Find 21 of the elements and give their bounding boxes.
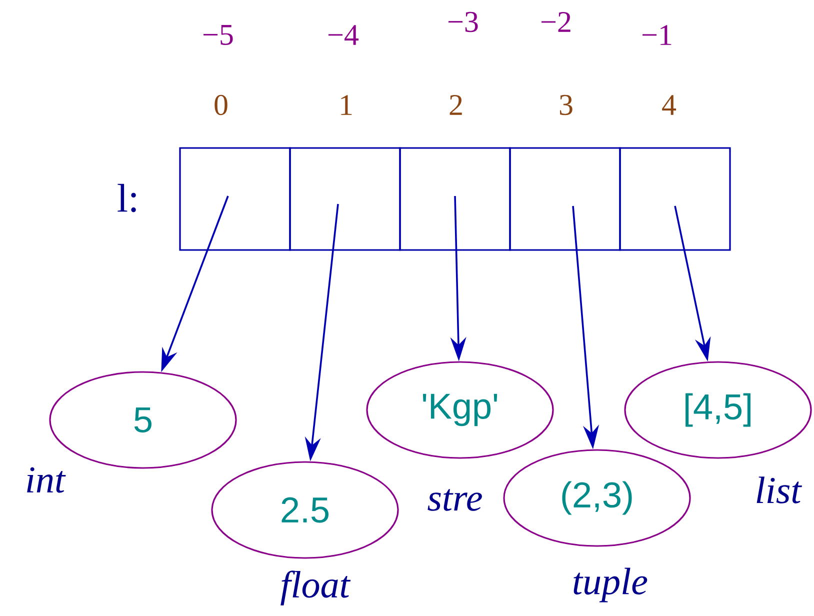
- list-cell: [509, 147, 621, 251]
- list-cell: [179, 147, 291, 251]
- negative-index: −1: [642, 25, 672, 45]
- negative-index: −3: [448, 12, 478, 32]
- list-cell: [289, 147, 401, 251]
- list-cell: [399, 147, 511, 251]
- negative-index: −5: [204, 25, 233, 45]
- positive-index: 4: [662, 95, 676, 115]
- negative-index: −2: [542, 12, 570, 32]
- list-name: l:: [118, 184, 136, 212]
- type-label: float: [280, 570, 351, 606]
- type-label: int: [27, 467, 66, 493]
- negative-index: −4: [328, 25, 358, 45]
- positive-index: 3: [560, 94, 572, 116]
- type-label: tuple: [574, 568, 648, 602]
- positive-index: 0: [214, 94, 228, 116]
- list-cell: [619, 147, 731, 251]
- type-label: list: [756, 476, 802, 504]
- positive-index: 2: [450, 95, 462, 115]
- type-label: stre: [428, 489, 482, 511]
- positive-index: 1: [341, 95, 352, 115]
